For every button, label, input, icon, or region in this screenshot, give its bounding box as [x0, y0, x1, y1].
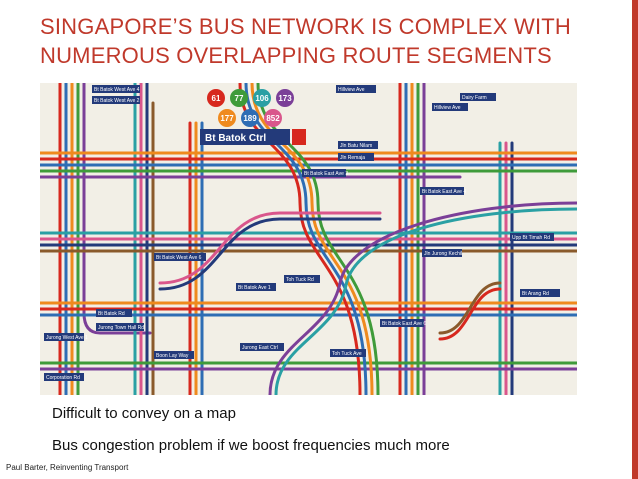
title-line-2: NUMEROUS OVERLAPPING ROUTE SEGMENTS: [40, 43, 552, 68]
bus-icon: [292, 129, 306, 145]
map-label: Dairy Farm: [462, 95, 487, 101]
map-label: Bt Batok East Ave 6: [382, 321, 426, 327]
bullet-point-2: Bus congestion problem if we boost frequ…: [52, 437, 450, 454]
map-label: Jln Batu Nilam: [340, 143, 372, 149]
map-label: Bt Batok West Ave 4: [94, 87, 140, 93]
map-label: Jurong Town Hall Rd: [98, 325, 144, 331]
bus-network-map-graphic: 61 77 106 173 177 189 852 Bt Batok Ctrl …: [40, 83, 577, 395]
route-number: 173: [278, 94, 292, 103]
map-label: Upp Bt Timah Rd: [512, 235, 550, 241]
bullet-point-1: Difficult to convey on a map: [52, 405, 236, 422]
map-label: Bt Arang Rd: [522, 291, 549, 297]
hub-title: Bt Batok Ctrl: [205, 133, 266, 144]
map-label: Jln Jurong Kechil: [424, 251, 462, 257]
title-line-1: SINGAPORE’S BUS NETWORK IS COMPLEX WITH: [40, 14, 571, 39]
route-number: 852: [266, 114, 280, 123]
route-number: 61: [212, 94, 221, 103]
slide-accent-bar: [632, 0, 638, 479]
slide-title: SINGAPORE’S BUS NETWORK IS COMPLEX WITH …: [40, 12, 600, 70]
map-label: Bt Batok West Ave 2: [94, 98, 140, 104]
route-number: 177: [220, 114, 234, 123]
map-label: Bt Batok Ave 1: [238, 285, 271, 291]
map-label: Toh Tuck Ave: [332, 351, 362, 357]
route-number: 106: [255, 94, 269, 103]
map-label: Bt Batok West Ave 6: [156, 255, 202, 261]
map-label: Jurong East Ctrl: [242, 345, 278, 351]
map-label: Toh Tuck Rd: [286, 277, 314, 283]
route-number: 77: [235, 94, 244, 103]
map-label: Boon Lay Way: [156, 353, 189, 359]
map-label: Jln Remaja: [340, 155, 365, 161]
bus-network-map: 61 77 106 173 177 189 852 Bt Batok Ctrl …: [40, 83, 577, 395]
map-label: Corporation Rd: [46, 375, 80, 381]
map-label: Hillview Ave: [338, 87, 365, 93]
map-label: Bt Batok Rd: [98, 311, 125, 317]
map-label: Jurong West Ave 1: [46, 335, 88, 341]
map-label: Hillview Ave: [434, 105, 461, 111]
map-label: Bt Batok East Ave 3: [304, 171, 348, 177]
slide-credit: Paul Barter, Reinventing Transport: [6, 463, 129, 472]
map-label: Bt Batok East Ave 4: [422, 189, 466, 195]
route-number: 189: [243, 114, 257, 123]
